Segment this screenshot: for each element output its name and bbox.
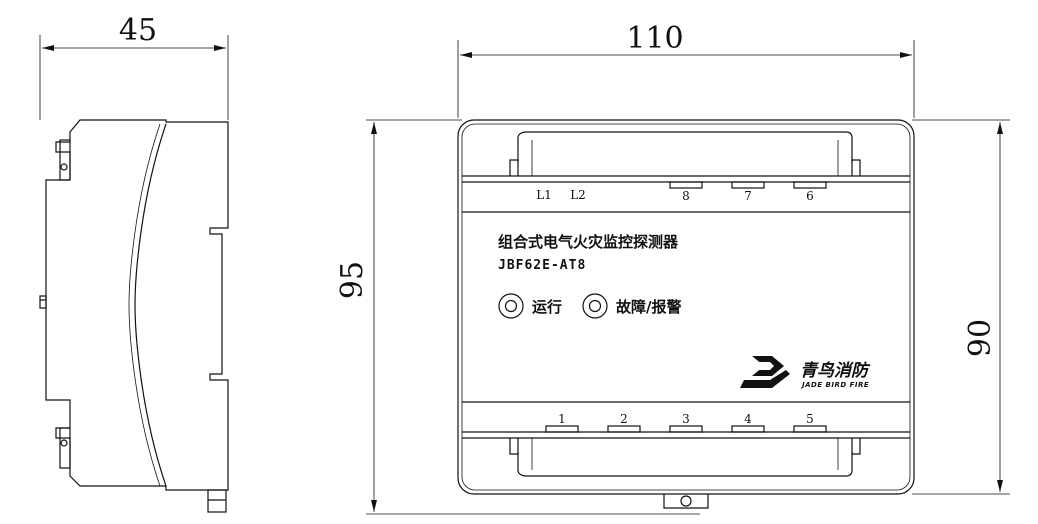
- side-width-dimension: [39, 35, 229, 120]
- device-name: 组合式电气火灾监控探测器: [498, 233, 679, 251]
- terminal-label-2: 2: [620, 412, 628, 426]
- jade-bird-logo-icon: [740, 356, 790, 388]
- brand-name-en: JADE BIRD FIRE: [800, 381, 869, 389]
- device-model: JBF62E-AT8: [498, 258, 586, 273]
- terminal-label-5: 5: [806, 412, 814, 426]
- terminal-label-1: 1: [558, 412, 566, 426]
- front-width-label: 110: [626, 21, 683, 56]
- terminal-label-l2: L2: [570, 188, 586, 202]
- side-width-label: 45: [119, 13, 157, 48]
- side-view: [39, 35, 229, 513]
- body-height-dimension: [912, 119, 1010, 495]
- terminal-label-8: 8: [682, 189, 690, 203]
- front-view: [366, 40, 1010, 515]
- body-height-label: 90: [963, 319, 998, 357]
- run-indicator-label: 运行: [532, 298, 562, 316]
- total-height-dimension: [366, 119, 700, 515]
- run-indicator-led: [498, 293, 524, 319]
- fault-alarm-indicator-led: [582, 293, 608, 319]
- total-height-label: 95: [335, 261, 370, 299]
- terminal-label-6: 6: [806, 189, 814, 203]
- front-body-outline: [457, 119, 915, 495]
- terminal-label-4: 4: [744, 412, 752, 426]
- brand-name-cn: 青鸟消防: [800, 361, 871, 381]
- rail-clip: [663, 494, 709, 509]
- front-width-dimension: [457, 40, 915, 118]
- side-body-outline: [45, 119, 229, 491]
- fault-alarm-indicator-label: 故障/报警: [616, 298, 681, 316]
- terminal-label-l1: L1: [536, 188, 552, 202]
- terminal-label-7: 7: [744, 189, 752, 203]
- terminal-label-3: 3: [682, 412, 690, 426]
